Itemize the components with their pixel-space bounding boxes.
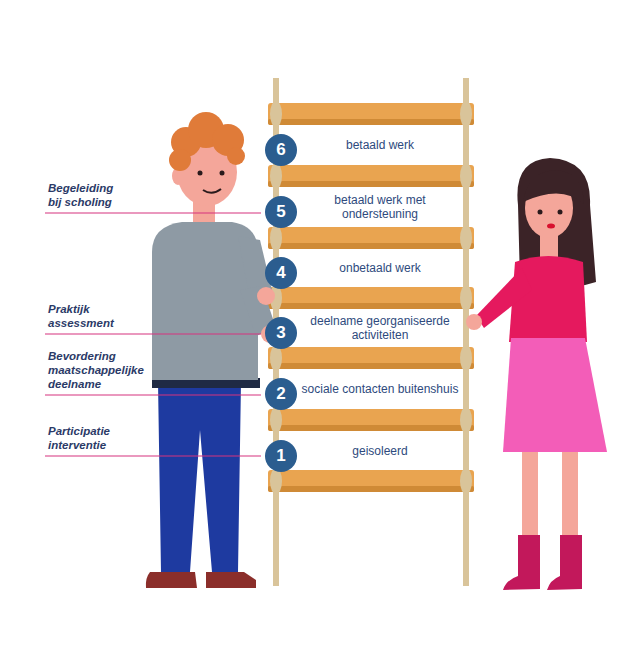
step-label: betaald werk met ondersteuning [298,193,462,221]
callout-number: 2 [265,378,297,410]
man-figure [146,112,279,588]
woman-figure [466,158,607,590]
intervention-label: Begeleiding bij scholing [48,181,128,209]
callout-number: 1 [265,440,297,472]
callout-number-text: 4 [276,264,285,282]
intervention-label: Praktijk assessment [48,302,128,330]
ladder [268,78,474,586]
callout-number: 5 [265,196,297,228]
callout-number-text: 5 [276,203,285,221]
leader-lines [45,213,261,456]
step-label: deelname georganiseerde activiteiten [298,314,462,342]
callout-number-text: 1 [276,447,285,465]
step-label: betaald werk [298,138,462,152]
callout-number: 4 [265,257,297,289]
callout-number-text: 2 [276,385,285,403]
step-label: onbetaald werk [298,261,462,275]
intervention-label: Participatie interventie [48,424,128,452]
intervention-label: Bevordering maatschappelijke deelname [48,349,148,391]
step-label: sociale contacten buitenshuis [298,382,462,396]
step-label: geisoleerd [298,444,462,458]
callout-number: 6 [265,134,297,166]
callout-number-text: 6 [276,141,285,159]
callout-number: 3 [265,317,297,349]
callout-number-text: 3 [276,324,285,342]
